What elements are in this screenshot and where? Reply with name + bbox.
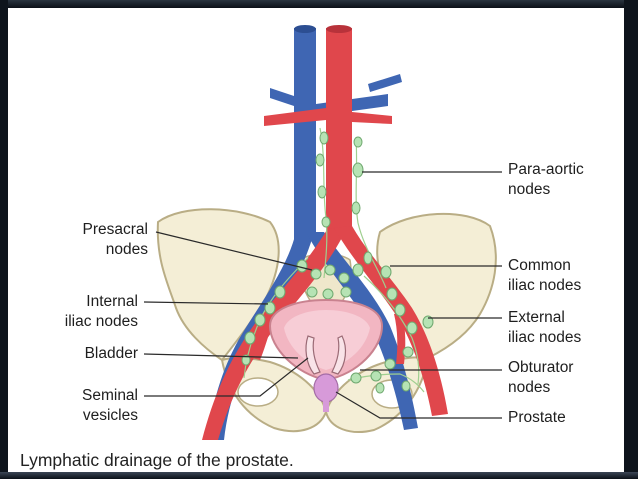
right-renal-artery: [352, 112, 392, 124]
urethra: [323, 400, 329, 412]
lymph-node: [422, 315, 434, 329]
lymph-node: [340, 286, 352, 298]
lymphatic-drainage-illustration: [143, 25, 502, 440]
lymph-node: [384, 358, 396, 370]
label-external-iliac-nodes: External iliac nodes: [508, 309, 582, 346]
lymph-node: [386, 287, 398, 301]
label-para-aortic-nodes: Para-aortic nodes: [508, 161, 584, 198]
leader-prostate: [335, 391, 502, 419]
left-obturator-foramen: [237, 377, 279, 407]
right-venous-branch: [368, 74, 402, 92]
slide-frame-top: [0, 0, 638, 8]
lymph-node: [351, 201, 361, 215]
lymph-node: [401, 380, 411, 392]
leader-internal-iliac: [143, 301, 269, 305]
obturator-chain: [347, 373, 425, 393]
lymph-node: [296, 259, 308, 273]
slide-frame-left: [0, 0, 8, 479]
lymph-node: [350, 372, 362, 384]
label-bladder: Bladder: [84, 345, 138, 362]
label-internal-iliac-nodes: Internal iliac nodes: [64, 293, 138, 330]
lymph-nodes: [241, 131, 434, 394]
label-obturator-nodes: Obturator nodes: [508, 359, 574, 396]
lymph-node: [324, 264, 336, 276]
right-iliac-artery: [334, 226, 448, 416]
right-seminal-vesicle: [331, 335, 347, 375]
lymph-node: [274, 285, 286, 299]
lymph-node: [317, 185, 327, 199]
leader-lines: [143, 171, 502, 419]
left-renal-artery: [264, 108, 326, 126]
lymph-node: [375, 382, 385, 394]
inferior-vena-cava: [294, 28, 316, 240]
lymph-node: [322, 288, 334, 300]
lymph-node: [310, 268, 322, 280]
label-seminal-vesicles: Seminal vesicles: [82, 387, 138, 424]
pelvic-organs: [268, 298, 384, 412]
ivc-opening: [294, 25, 316, 33]
leader-bladder: [143, 353, 299, 359]
lymph-node: [319, 131, 329, 145]
lymph-node: [363, 251, 373, 265]
lymph-node: [264, 301, 276, 315]
slide: Para-aortic nodes Presacral nodes Common…: [8, 8, 624, 472]
lymph-node: [338, 272, 350, 284]
aorta: [326, 28, 352, 234]
left-iliac-artery: [202, 228, 346, 440]
slide-frame-bottom: [0, 472, 638, 479]
lymph-node: [352, 162, 364, 178]
label-prostate: Prostate: [508, 409, 566, 426]
arteries: [202, 25, 448, 440]
lymph-node: [402, 346, 414, 358]
left-seminal-vesicle: [305, 335, 321, 375]
lymph-node: [353, 136, 363, 148]
lymph-node: [380, 265, 392, 279]
leader-presacral: [155, 231, 313, 271]
lymph-node: [394, 303, 406, 317]
slide-frame-right: [624, 0, 638, 479]
leader-seminal-vesicles: [144, 357, 309, 397]
lymph-node: [241, 354, 251, 366]
label-common-iliac-nodes: Common iliac nodes: [508, 257, 582, 294]
lymph-node: [306, 286, 318, 298]
lymph-node: [370, 370, 382, 382]
right-internal-iliac-artery: [394, 312, 406, 364]
lymph-node: [315, 153, 325, 167]
lymph-node: [406, 321, 418, 335]
label-presacral-nodes: Presacral nodes: [82, 221, 148, 258]
right-iliac-vein: [306, 232, 418, 430]
prostate: [313, 373, 339, 403]
figure-caption: Lymphatic drainage of the prostate.: [20, 450, 294, 470]
aorta-opening: [326, 25, 352, 33]
left-renal-vein: [270, 88, 294, 106]
lymph-node: [321, 216, 331, 228]
bladder-inner: [284, 310, 370, 370]
lymph-node: [244, 331, 256, 345]
lymph-node: [352, 263, 364, 277]
lymph-node: [254, 313, 266, 327]
